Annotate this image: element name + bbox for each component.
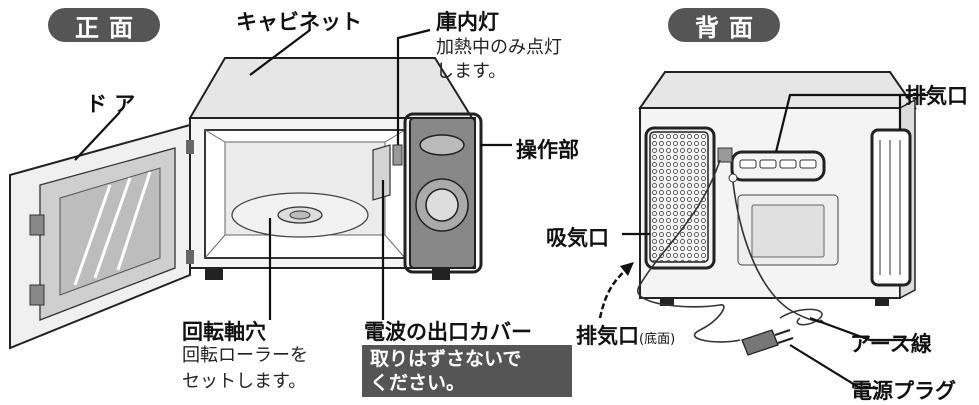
front-leader-lines xyxy=(74,28,512,320)
waveguide-cover-label: 電波の出口カバー xyxy=(364,320,532,344)
turntable-note-line1: 回転ローラーを xyxy=(182,345,308,366)
intake-vent xyxy=(649,131,709,263)
waveguide-cover xyxy=(372,144,391,201)
front-microwave xyxy=(9,57,483,350)
power-plug xyxy=(741,329,794,356)
intake-label: 吸気口 xyxy=(546,226,609,250)
cover-warning-line1: 取りはずさないで xyxy=(370,348,522,370)
turntable-note-line2: セットします。 xyxy=(182,371,307,392)
power-plug-label: 電源プラグ xyxy=(851,379,956,403)
cover-warning-box: 取りはずさないで ください。 xyxy=(362,345,572,397)
back-microwave xyxy=(638,71,917,306)
back-leader-lines xyxy=(622,93,928,390)
exhaust-bottom-label: 排気口(底面) xyxy=(576,320,675,350)
exhaust-bottom-suffix: (底面) xyxy=(639,332,676,347)
cabinet-top xyxy=(188,57,474,119)
controls-label: 操作部 xyxy=(516,138,579,162)
lamp-note-line2: します。 xyxy=(436,61,507,82)
bottom-exhaust-arrow xyxy=(598,267,629,319)
lamp-label: 庫内灯 xyxy=(436,10,499,34)
front-header: 正面 xyxy=(48,8,160,42)
lamp-note-line1: 加熱中のみ点灯 xyxy=(436,37,562,58)
exhaust-bottom-text: 排気口 xyxy=(576,324,639,348)
exhaust-top-label: 排気口 xyxy=(905,84,968,108)
turntable-hole-label: 回転軸穴 xyxy=(182,320,266,344)
back-header: 背面 xyxy=(668,8,780,42)
ground-wire-coil xyxy=(779,308,823,326)
interior-lamp xyxy=(392,144,403,166)
door-label: ド ア xyxy=(86,92,136,116)
side-exhaust-vent xyxy=(870,128,912,287)
cover-warning-line2: ください。 xyxy=(370,372,466,394)
ground-wire-label: アース線 xyxy=(850,332,932,356)
cabinet-label: キャビネット xyxy=(236,10,362,34)
